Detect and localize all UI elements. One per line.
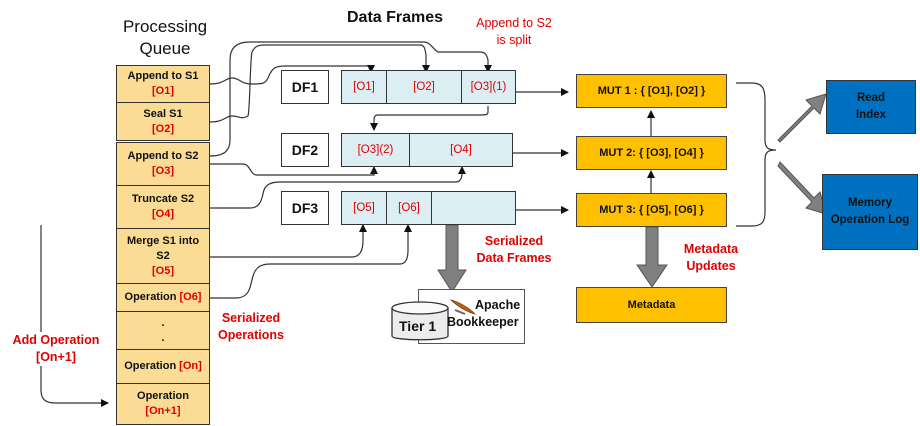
queue-item-op: [O3]	[152, 165, 174, 177]
queue-item-op: [O5]	[152, 264, 174, 277]
read-index-line2: Index	[855, 109, 887, 121]
queue-item-op: [O6]	[179, 291, 202, 303]
read-index-box[interactable]: Read Index	[826, 80, 916, 134]
queue-item-label: Append to S2	[127, 150, 199, 162]
queue-item-op: [On+1]	[145, 405, 181, 417]
connector-split	[370, 106, 489, 131]
queue-ellipsis: . .	[116, 311, 210, 350]
ellipsis-dot: .	[161, 331, 165, 344]
mutation-box-3[interactable]: MUT 3: { [O5], [O6] }	[576, 193, 727, 227]
memory-log-arrow	[777, 161, 827, 215]
data-frame-df3[interactable]: [O5] [O6]	[341, 191, 516, 225]
frame-segment	[432, 192, 515, 224]
frame-segment: [O2]	[387, 71, 462, 103]
ellipsis-dot: .	[161, 316, 165, 329]
mutation-box-1[interactable]: MUT 1 : { [O1], [O2] }	[576, 74, 727, 108]
df3-label: DF3	[281, 191, 329, 225]
frame-segment: [O4]	[450, 144, 472, 156]
queue-item-op: [O1]	[152, 85, 174, 97]
df1-label: DF1	[281, 70, 329, 104]
read-index-line1: Read	[856, 92, 886, 104]
queue-item-label: Operation	[137, 390, 189, 402]
queue-item[interactable]: Operation [O6]	[116, 283, 210, 312]
queue-item[interactable]: Operation [On]	[116, 349, 210, 384]
queue-item-op: [On]	[179, 360, 202, 372]
memory-log-line1: Memory	[847, 197, 893, 209]
frame-segment: [O5]	[342, 192, 387, 224]
data-frames-title: Data Frames	[347, 9, 444, 26]
append-split-annotation: Append to S2 is split	[476, 16, 552, 47]
frame-segment: [O3](2)	[342, 134, 410, 166]
serialized-data-frames-label: Serialized Data Frames	[476, 234, 552, 265]
data-frame-df1[interactable]: [O1] [O2] [O3](1)	[341, 70, 516, 104]
read-index-arrow	[777, 93, 827, 143]
queue-item-op: [O2]	[152, 122, 174, 135]
memory-operation-log-box[interactable]: Memory Operation Log	[822, 174, 918, 250]
bookkeeper-label-line2: Bookkeeper	[447, 315, 519, 329]
queue-item-label: Seal S1	[143, 107, 183, 120]
frame-segment: [O6]	[387, 192, 432, 224]
bookkeeper-feather-icon	[449, 299, 477, 315]
metadata-updates-label: Metadata Updates	[683, 242, 739, 273]
metadata-box[interactable]: Metadata	[576, 287, 727, 323]
connector-o6	[210, 224, 412, 299]
data-frame-df2[interactable]: [O3](2) [O4]	[341, 133, 513, 167]
queue-item-label: Operation	[124, 360, 177, 372]
add-operation-arrow	[40, 225, 109, 407]
tier-label: Tier 1	[399, 318, 437, 334]
queue-item-label: Merge S1 into S2	[126, 234, 200, 262]
queue-item-label: Truncate S2	[131, 193, 195, 205]
bookkeeper-label-line1: Apache	[475, 298, 521, 312]
processing-queue-title: Processing Queue	[122, 17, 208, 58]
serialized-data-frames-arrow	[437, 224, 467, 293]
df2-label: DF2	[281, 133, 329, 167]
mutation-box-2[interactable]: MUT 2: { [O3], [O4] }	[576, 136, 727, 170]
queue-item-label: Append to S1	[127, 70, 199, 82]
frame-segment: [O1]	[342, 71, 387, 103]
connector-o5	[210, 224, 367, 258]
queue-item[interactable]: Merge S1 into S2 [O5]	[116, 228, 210, 284]
queue-item[interactable]: Seal S1 [O2]	[116, 102, 210, 141]
queue-item[interactable]: Truncate S2 [O4]	[116, 185, 210, 229]
metadata-updates-arrow	[636, 226, 668, 288]
mut-group-brace	[736, 82, 777, 227]
tier1-storage[interactable]: Tier 1 Apache Bookkeeper	[391, 289, 525, 344]
frame-segment: [O3](1)	[470, 81, 507, 93]
queue-item[interactable]: Append to S1 [O1]	[116, 65, 210, 103]
queue-item[interactable]: Append to S2 [O3]	[116, 142, 210, 186]
queue-item-new[interactable]: Operation [On+1]	[116, 383, 210, 425]
database-icon	[391, 301, 449, 341]
memory-log-line2: Operation Log	[830, 214, 910, 226]
serialized-operations-label: Serialized Operations	[218, 311, 284, 342]
queue-item-op: [O4]	[152, 208, 174, 220]
queue-item-label: Operation	[124, 291, 177, 303]
add-operation-label: Add Operation [On+1]	[4, 332, 108, 366]
